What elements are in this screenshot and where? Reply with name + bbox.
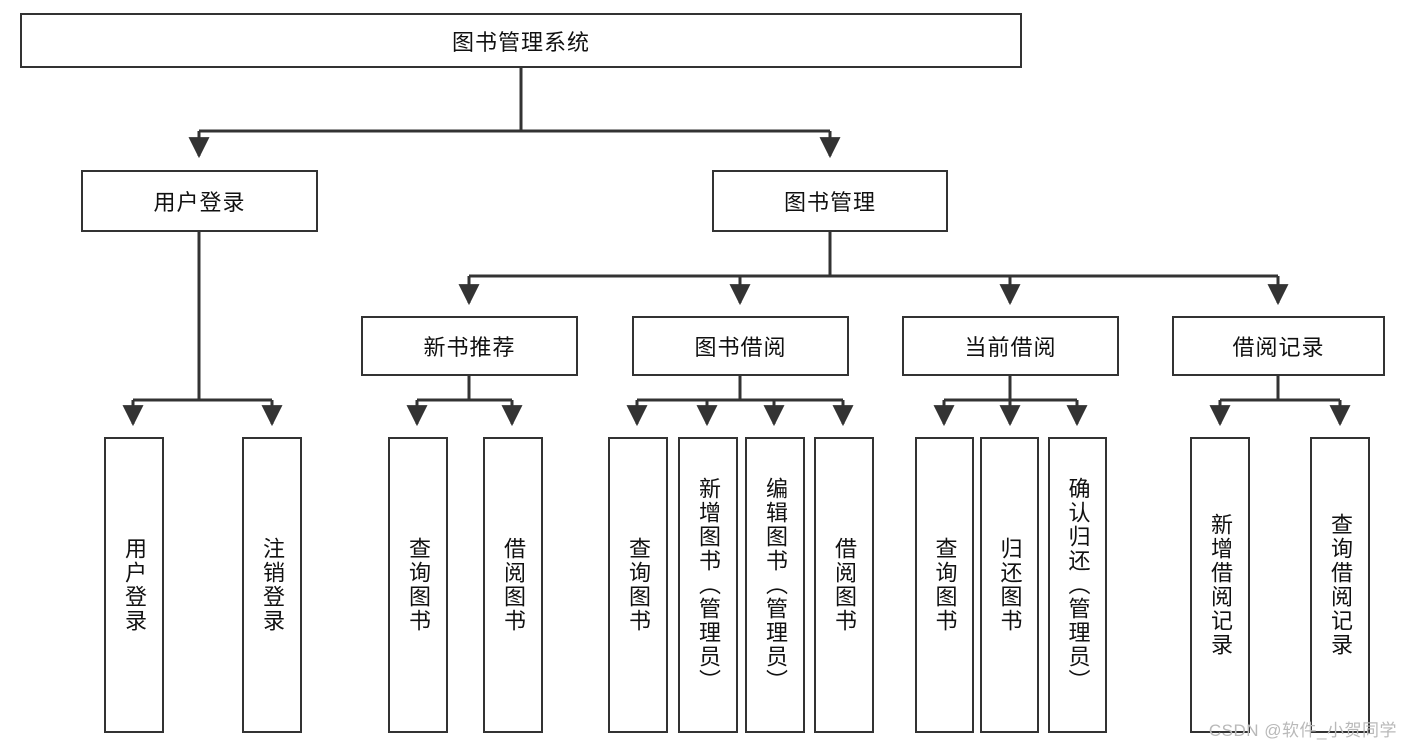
node-book-manage[interactable]: 图书管理 (712, 170, 948, 232)
node-leaf-return-book[interactable]: 归还图书 (980, 437, 1039, 733)
node-current-borrow-label: 当前借阅 (964, 335, 1057, 360)
node-leaf-add-book-label: 新增图书（管理员） (695, 477, 721, 693)
node-leaf-query-book-current[interactable]: 查询图书 (915, 437, 974, 733)
node-leaf-query-book-rec-label: 查询图书 (405, 537, 431, 633)
node-user-login[interactable]: 用户登录 (81, 170, 318, 232)
node-root[interactable]: 图书管理系统 (20, 13, 1022, 68)
node-leaf-borrow-book-label: 借阅图书 (831, 537, 857, 633)
node-leaf-user-login[interactable]: 用户登录 (104, 437, 164, 733)
node-leaf-logout[interactable]: 注销登录 (242, 437, 302, 733)
node-leaf-edit-book-label: 编辑图书（管理员） (762, 477, 788, 693)
node-borrow-record-label: 借阅记录 (1232, 335, 1325, 360)
node-leaf-add-borrow-record[interactable]: 新增借阅记录 (1190, 437, 1250, 733)
node-new-book-recommend-label: 新书推荐 (423, 335, 516, 360)
watermark: CSDN @软件_小贺同学 (1208, 721, 1397, 740)
node-leaf-query-book-borrow[interactable]: 查询图书 (608, 437, 668, 733)
node-leaf-borrow-book[interactable]: 借阅图书 (814, 437, 874, 733)
node-current-borrow[interactable]: 当前借阅 (902, 316, 1119, 376)
node-leaf-add-borrow-record-label: 新增借阅记录 (1207, 513, 1233, 657)
node-leaf-borrow-book-rec[interactable]: 借阅图书 (483, 437, 543, 733)
node-leaf-confirm-return-label: 确认归还（管理员） (1065, 477, 1091, 693)
node-leaf-confirm-return[interactable]: 确认归还（管理员） (1048, 437, 1107, 733)
node-leaf-query-book-borrow-label: 查询图书 (625, 537, 651, 633)
node-leaf-edit-book[interactable]: 编辑图书（管理员） (745, 437, 805, 733)
node-leaf-user-login-label: 用户登录 (121, 537, 147, 633)
node-book-manage-label: 图书管理 (783, 190, 876, 215)
node-leaf-add-book[interactable]: 新增图书（管理员） (678, 437, 738, 733)
node-user-login-label: 用户登录 (153, 190, 246, 215)
node-book-borrow-label: 图书借阅 (694, 335, 787, 360)
node-leaf-return-book-label: 归还图书 (997, 537, 1023, 633)
node-leaf-query-book-current-label: 查询图书 (932, 537, 958, 633)
node-leaf-query-borrow-record[interactable]: 查询借阅记录 (1310, 437, 1370, 733)
node-book-borrow[interactable]: 图书借阅 (632, 316, 849, 376)
node-leaf-borrow-book-rec-label: 借阅图书 (500, 537, 526, 633)
node-leaf-query-borrow-record-label: 查询借阅记录 (1327, 513, 1353, 657)
node-leaf-logout-label: 注销登录 (259, 537, 285, 633)
node-leaf-query-book-rec[interactable]: 查询图书 (388, 437, 448, 733)
node-new-book-recommend[interactable]: 新书推荐 (361, 316, 578, 376)
node-root-label: 图书管理系统 (451, 29, 590, 55)
node-borrow-record[interactable]: 借阅记录 (1172, 316, 1385, 376)
